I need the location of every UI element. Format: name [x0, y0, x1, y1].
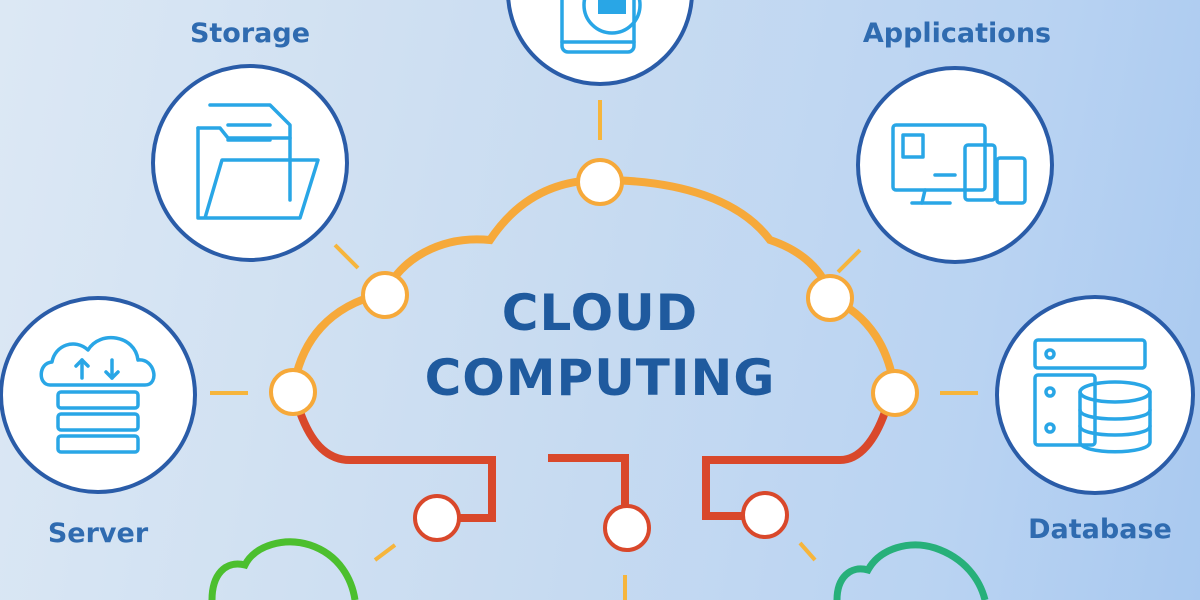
title-line2: COMPUTING [425, 349, 776, 407]
mobile-icon [560, 0, 642, 54]
cloud-icon-right [833, 541, 989, 600]
folder-icon [196, 103, 320, 220]
connector-dashes [210, 100, 978, 600]
database-icon [1033, 338, 1152, 454]
label-applications: Applications [863, 18, 1051, 49]
label-server: Server [48, 518, 149, 549]
node-applications: Applications [856, 18, 1054, 264]
cloud-nodes [269, 158, 919, 417]
label-database: Database [1028, 514, 1172, 545]
node-database: Database [995, 295, 1195, 545]
title-line1: CLOUD [502, 284, 698, 342]
cloud-icon-left [208, 538, 359, 600]
node-mobile [506, 0, 694, 86]
devices-icon [891, 123, 1027, 205]
node-server: Server [0, 296, 197, 549]
circuit-nodes [413, 491, 789, 552]
circuit-lines [296, 410, 889, 522]
cloud-server-icon [39, 335, 156, 454]
node-storage: Storage [151, 18, 349, 262]
label-storage: Storage [190, 18, 310, 49]
